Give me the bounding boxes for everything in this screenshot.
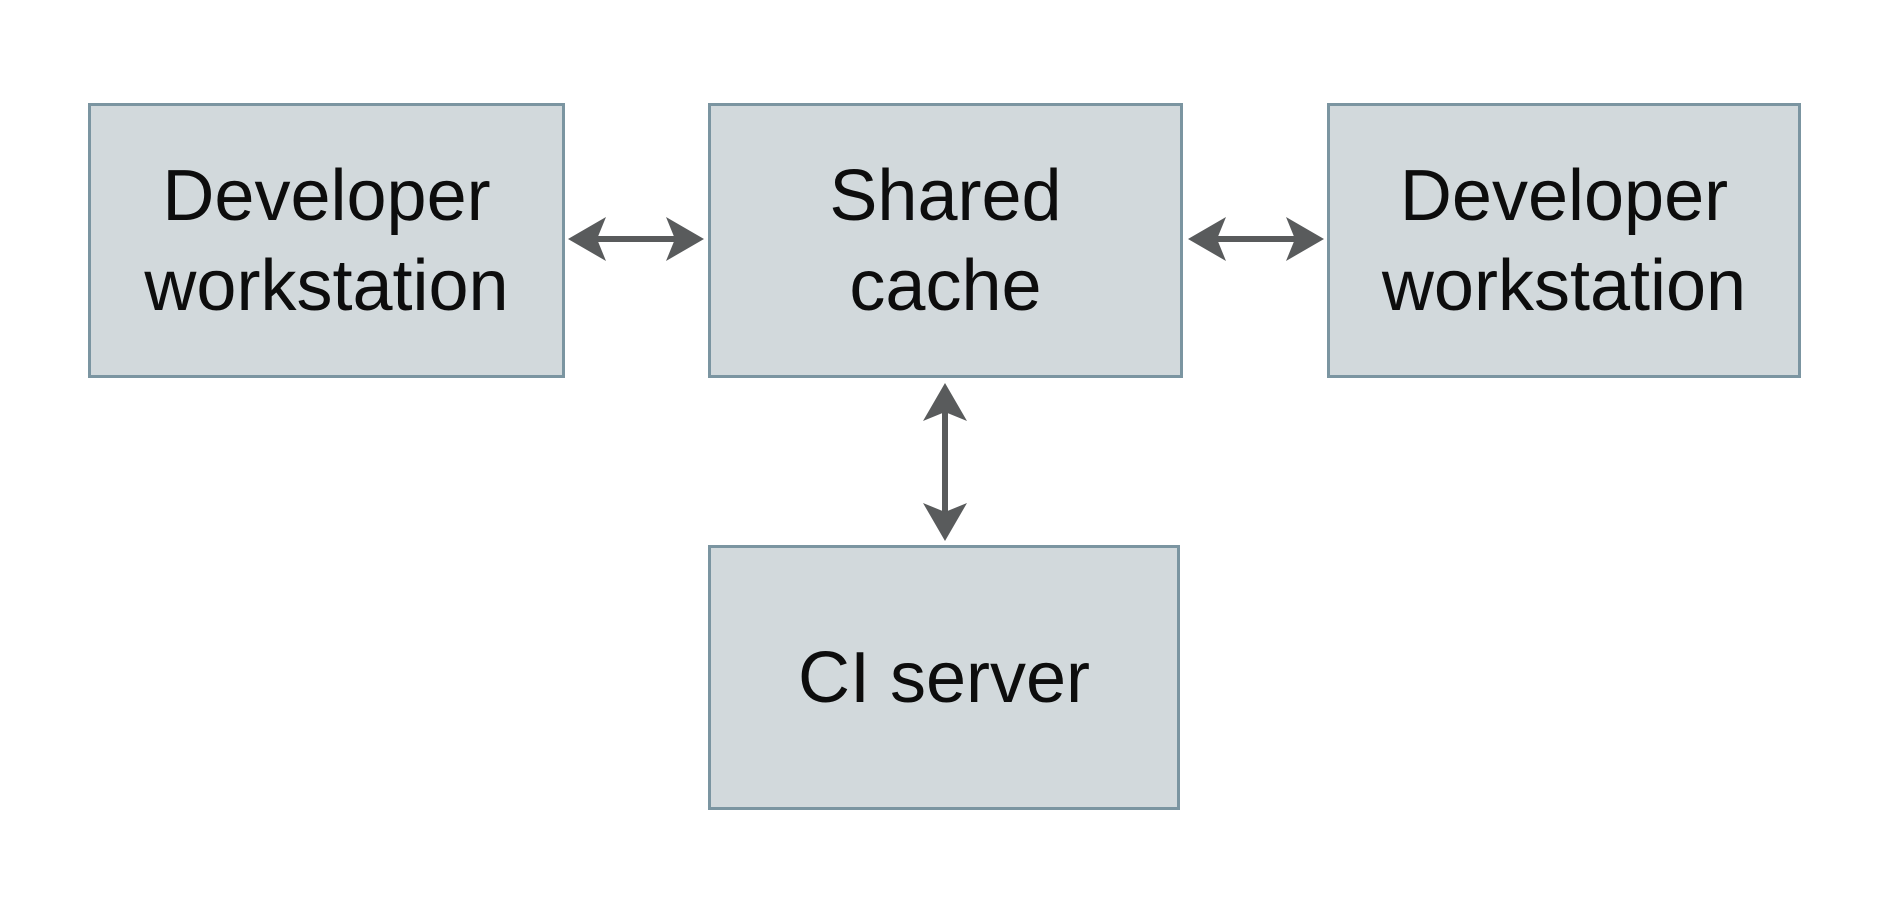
node-label-line: cache — [849, 245, 1042, 326]
arrowhead-left-icon — [1188, 217, 1226, 261]
arrowhead-up-icon — [923, 383, 967, 421]
arrowhead-left-icon — [568, 217, 606, 261]
arrowhead-right-icon — [1286, 217, 1324, 261]
node-developer-workstation-right: Developer workstation — [1327, 103, 1801, 378]
node-label-line: Shared — [829, 155, 1062, 236]
arrow-shared-cache-right-workstation — [1188, 217, 1324, 261]
node-label-line: Developer — [162, 155, 491, 236]
arrow-shared-cache-ci-server — [923, 383, 967, 541]
arrowhead-down-icon — [923, 503, 967, 541]
node-developer-workstation-left: Developer workstation — [88, 103, 565, 378]
node-label-line: workstation — [144, 245, 509, 326]
node-label-line: workstation — [1381, 245, 1747, 326]
arrowhead-right-icon — [666, 217, 704, 261]
node-label-line: Developer — [1399, 155, 1729, 236]
node-ci-server: CI server — [708, 545, 1180, 810]
node-label-line: CI server — [797, 637, 1091, 718]
arrow-left-workstation-shared-cache — [568, 217, 704, 261]
node-shared-cache: Shared cache — [708, 103, 1183, 378]
